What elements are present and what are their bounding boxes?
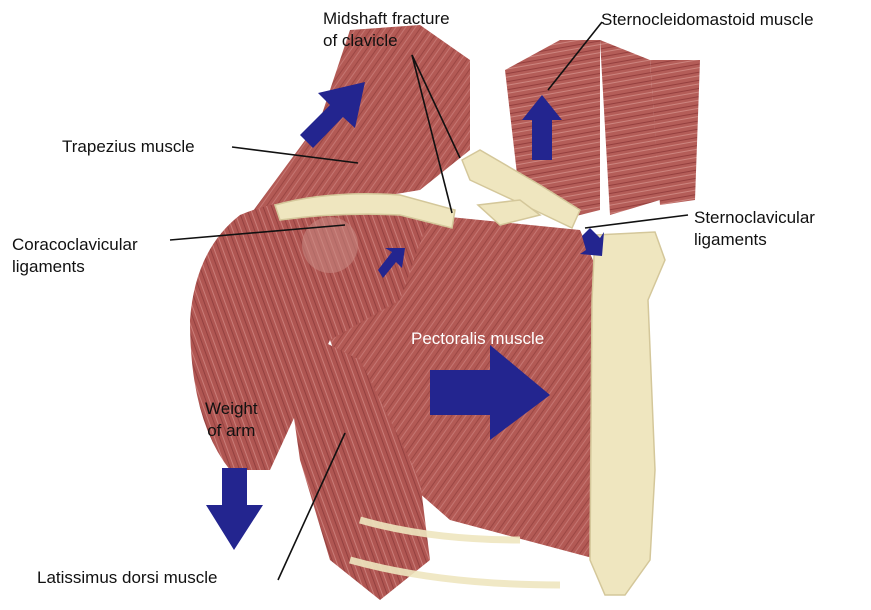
trapezius-muscle-shape <box>250 25 470 215</box>
label-sternoclavicular: Sternoclavicular ligaments <box>694 207 815 251</box>
label-pectoralis: Pectoralis muscle <box>411 328 544 350</box>
arrow-down-icon <box>206 468 263 550</box>
label-latissimus: Latissimus dorsi muscle <box>37 567 217 589</box>
label-weight-of-arm: Weight of arm <box>205 398 258 442</box>
humeral-head-shape <box>302 217 358 273</box>
label-coracoclavicular: Coracoclavicular ligaments <box>12 234 138 278</box>
label-trapezius: Trapezius muscle <box>62 136 195 158</box>
sternum-bone <box>590 232 665 595</box>
label-clavicle-fracture: Midshaft fracture of clavicle <box>323 8 450 52</box>
label-sternocleidomastoid: Sternocleidomastoid muscle <box>601 9 814 31</box>
